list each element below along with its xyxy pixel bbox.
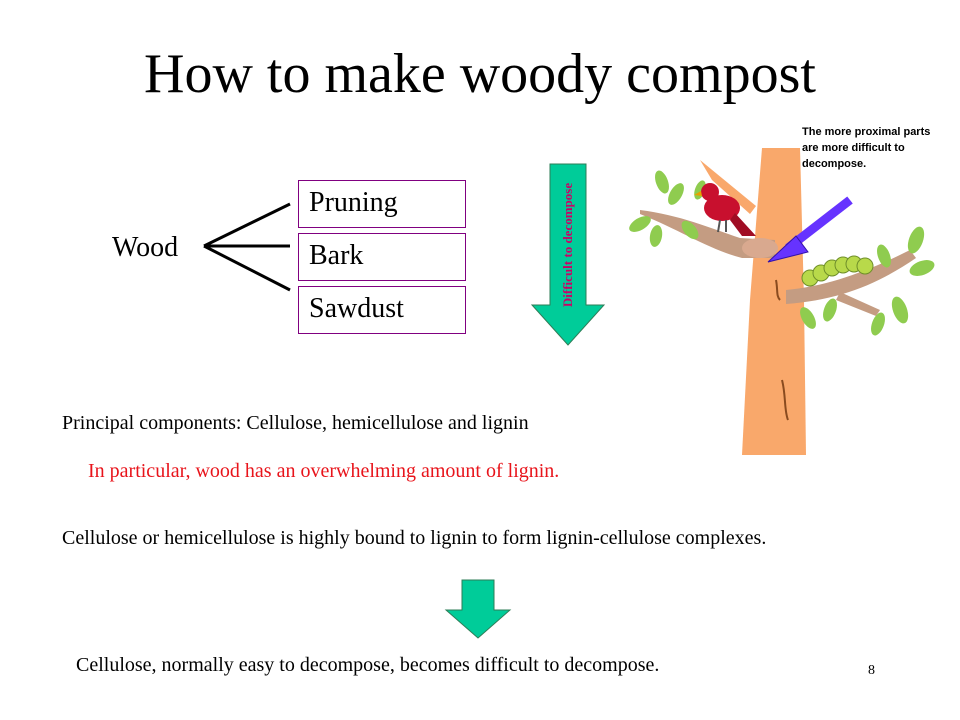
- wood-label: Wood: [112, 232, 179, 263]
- pruning-box: Pruning: [298, 180, 466, 228]
- slide-title: How to make woody compost: [144, 43, 816, 105]
- caterpillar-icon: [801, 255, 874, 287]
- conclusion-text: Cellulose, normally easy to decompose, b…: [76, 654, 660, 676]
- components-text: Principal components: Cellulose, hemicel…: [62, 412, 529, 434]
- bark-box: Bark: [298, 233, 466, 281]
- bird-icon: [694, 183, 756, 236]
- sawdust-box: Sawdust: [298, 286, 466, 334]
- complexes-text: Cellulose or hemicellulose is highly bou…: [62, 527, 767, 549]
- tree-note: The more proximal parts are more difficu…: [802, 126, 931, 170]
- lignin-note: In particular, wood has an overwhelming …: [88, 460, 560, 482]
- page-number: 8: [868, 663, 875, 678]
